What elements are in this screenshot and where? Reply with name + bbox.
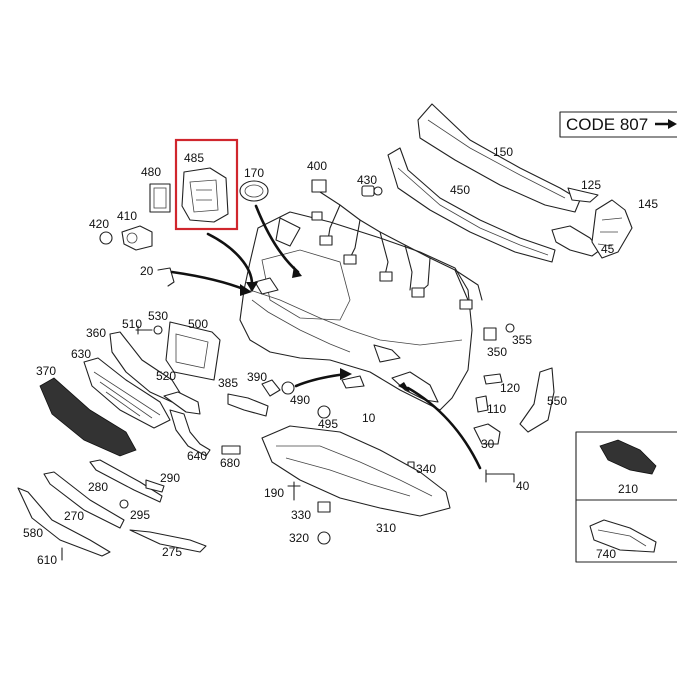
label-310: 310 (376, 521, 396, 535)
label-360: 360 (86, 326, 106, 340)
part-290 (145, 479, 165, 493)
underbody-panel-310 (261, 425, 451, 517)
grille-mesh-370 (39, 377, 137, 457)
lead-20 (157, 267, 175, 287)
label-530: 530 (148, 309, 168, 323)
highlight-box-485 (174, 138, 239, 231)
part-520 (163, 391, 201, 415)
sensor-430 (361, 185, 383, 197)
label-550: 550 (547, 394, 567, 408)
bolt-510 (135, 325, 153, 335)
label-110: 110 (487, 402, 506, 416)
label-740: 740 (596, 547, 616, 561)
label-125: 125 (581, 178, 601, 192)
label-630: 630 (71, 347, 91, 361)
label-485: 485 (184, 151, 204, 165)
part-295 (119, 499, 129, 509)
label-295: 295 (130, 508, 150, 522)
label-320: 320 (289, 531, 309, 545)
label-580: 580 (23, 526, 43, 540)
label-480: 480 (141, 165, 161, 179)
label-390: 390 (247, 370, 267, 384)
inset-box-740 (575, 499, 677, 563)
label-275: 275 (162, 545, 182, 559)
label-510: 510 (122, 317, 142, 331)
label-680: 680 (220, 456, 240, 470)
label-120: 120 (500, 381, 520, 395)
part-110 (475, 395, 489, 413)
label-410: 410 (117, 209, 137, 223)
grille-630 (83, 357, 171, 429)
part-350 (483, 327, 497, 341)
trim-280 (89, 459, 163, 503)
wiring-harness (311, 179, 483, 310)
label-430: 430 (357, 173, 377, 187)
part-330 (317, 501, 331, 513)
upper-trim-strips (387, 103, 633, 263)
arrow-right-icon-head (668, 119, 677, 129)
label-210: 210 (618, 482, 638, 496)
label-450: 450 (450, 183, 470, 197)
label-385: 385 (218, 376, 238, 390)
label-520: 520 (156, 369, 176, 383)
part-355 (505, 323, 515, 333)
part-30 (473, 423, 501, 445)
label-610: 610 (37, 553, 57, 567)
label-20: 20 (140, 264, 154, 278)
bracket-485 (181, 167, 229, 223)
part-495 (317, 405, 331, 419)
label-340: 340 (416, 462, 436, 476)
label-45: 45 (601, 242, 615, 256)
part-labels: 485 480 170 400 430 150 450 125 145 45 4… (23, 145, 658, 567)
part-490 (281, 381, 295, 395)
label-495: 495 (318, 417, 338, 431)
bumper-cover (239, 211, 473, 411)
sensor-410 (121, 225, 153, 251)
label-370: 370 (36, 364, 56, 378)
label-500: 500 (188, 317, 208, 331)
label-145: 145 (638, 197, 658, 211)
bracket-550 (519, 367, 555, 433)
label-330: 330 (291, 508, 311, 522)
part-390 (261, 379, 281, 397)
label-190: 190 (264, 486, 284, 500)
label-40: 40 (516, 479, 530, 493)
label-420: 420 (89, 217, 109, 231)
label-280: 280 (88, 480, 108, 494)
code-label: CODE 807 (566, 115, 648, 134)
trim-270 (43, 471, 125, 529)
label-350: 350 (487, 345, 507, 359)
trim-275 (129, 529, 207, 553)
label-30: 30 (481, 437, 495, 451)
part-420 (99, 231, 113, 245)
trim-580 (17, 487, 111, 557)
trim-640 (169, 409, 211, 457)
part-120 (483, 373, 503, 385)
label-640: 640 (187, 449, 207, 463)
label-270: 270 (64, 509, 84, 523)
screw-190 (287, 481, 301, 501)
part-680 (221, 445, 241, 455)
leader-arrows (170, 204, 482, 470)
label-170: 170 (244, 166, 264, 180)
label-490: 490 (290, 393, 310, 407)
label-10: 10 (362, 411, 376, 425)
part-320 (317, 531, 331, 545)
label-400: 400 (307, 159, 327, 173)
part-385 (227, 393, 269, 417)
emblem-170 (239, 180, 269, 202)
inset-box-210 (575, 431, 677, 501)
label-150: 150 (493, 145, 513, 159)
radar-plate-480 (149, 183, 171, 213)
bracket-40 (485, 469, 515, 483)
label-290: 290 (160, 471, 180, 485)
label-355: 355 (512, 333, 532, 347)
plate-holder-500 (165, 321, 221, 381)
code-box: CODE 807 (559, 111, 677, 138)
